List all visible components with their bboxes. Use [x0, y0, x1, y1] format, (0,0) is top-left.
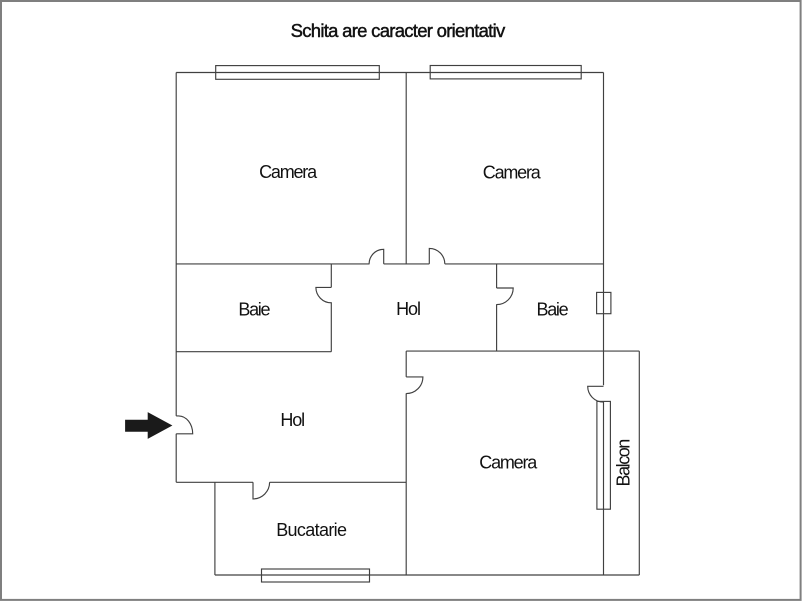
svg-text:Hol: Hol: [396, 299, 420, 319]
svg-text:Bucatarie: Bucatarie: [276, 520, 347, 540]
svg-text:Baie: Baie: [536, 300, 568, 320]
svg-text:Balcon: Balcon: [613, 440, 633, 487]
svg-text:Camera: Camera: [479, 452, 538, 472]
svg-text:Hol: Hol: [280, 410, 304, 430]
svg-text:Schita are caracter orientativ: Schita are caracter orientativ: [291, 20, 506, 41]
svg-text:Camera: Camera: [259, 162, 318, 182]
svg-text:Camera: Camera: [483, 162, 542, 182]
svg-text:Baie: Baie: [238, 300, 270, 320]
